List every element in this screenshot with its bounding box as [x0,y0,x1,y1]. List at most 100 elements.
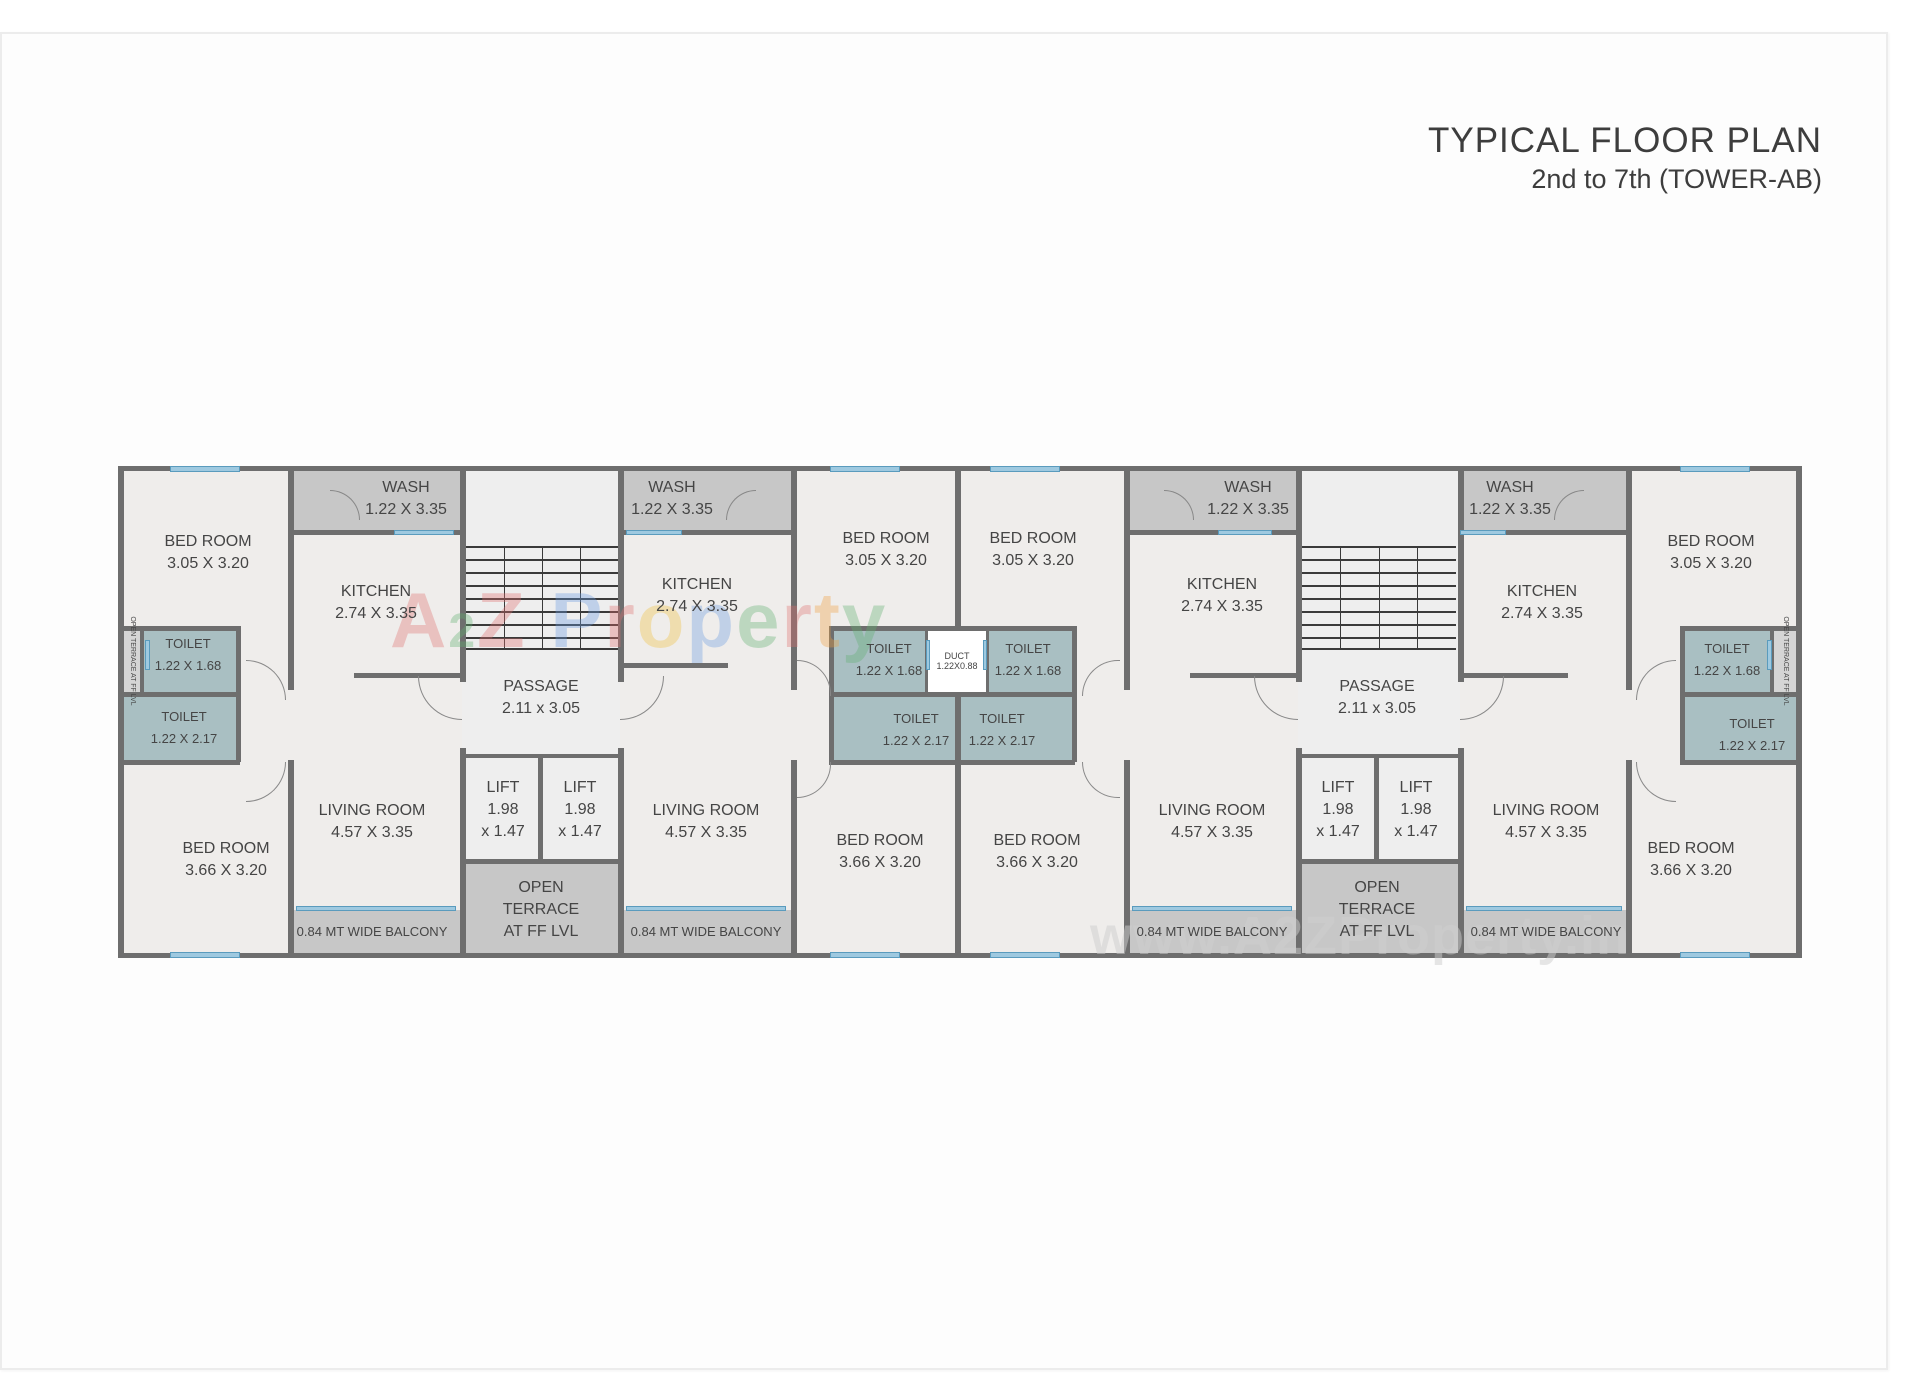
window [1218,530,1272,535]
wall-v-1628b [1626,760,1632,958]
wall-lift-bot-1 [462,859,620,864]
label-u1-balcony: 0.84 MT WIDE BALCONY [296,924,448,939]
window [1132,906,1292,911]
room-u4-bed1 [1628,468,1800,628]
wall-v-1126 [1124,466,1130,690]
room-u2-kitchen [620,532,793,678]
outer-wall-left [118,466,124,958]
wall-u1-toilet-bot [120,760,240,765]
wall-v-793 [791,466,797,690]
room-core2-terrace [1298,862,1460,956]
window [626,530,682,535]
room-core2-lift1 [1298,756,1376,862]
wall-u1-toilet-top [120,626,240,631]
window [1680,952,1750,958]
room-u1-living [290,678,462,910]
wall-kitchen-stub-u1 [354,673,462,678]
room-u3-living [1126,678,1298,910]
plan-title: TYPICAL FLOOR PLAN [1427,121,1822,160]
room-u4-wash [1460,468,1628,532]
room-u3-kitchen [1126,532,1298,678]
window [990,466,1060,472]
room-core1-lift1 [462,756,540,862]
wall-u1-terrace-sep [140,628,144,694]
window [990,952,1060,958]
window [1466,906,1622,911]
room-core1-passage [462,660,620,756]
wall-v-1298b [1296,748,1302,958]
outer-wall-right [1796,466,1802,958]
room-core1-lift2 [542,756,620,862]
window [830,466,900,472]
wall-u4-toilet-bot [1680,760,1800,765]
room-u2-balcony [620,910,793,956]
wall-v-620b [618,748,624,958]
wall-center-toilet-mid [829,692,1075,697]
label-u1-open-terrace: OPEN TERRACE AT FF LVL [129,616,136,706]
room-u3-bed2 [958,762,1126,956]
label-u4-balcony: 0.84 MT WIDE BALCONY [1470,924,1622,939]
wall-v-462 [460,466,466,682]
window [296,906,456,911]
wall-v-1126b [1124,760,1130,958]
room-u4-balcony [1460,910,1628,956]
wall-v-958b [955,694,961,958]
label-u2-balcony: 0.84 MT WIDE BALCONY [630,924,782,939]
staircase-2 [1302,546,1456,650]
wall-u4-toilet-top [1680,626,1800,631]
room-u3-bed1 [958,468,1126,628]
window [145,640,150,670]
label-u4-open-terrace: OPEN TERRACE AT FF LVL [1782,616,1789,706]
room-u2-bed1 [793,468,958,628]
window [830,952,900,958]
room-u1-wash [290,468,462,532]
wall-center-toilet-top [829,626,1075,631]
window [983,640,987,670]
wall-u4-toilet-mid [1680,692,1800,697]
room-u2-living [620,678,793,910]
wall-v-793b [791,760,797,958]
wall-v-290 [288,466,294,690]
window [170,952,240,958]
label-u3-balcony: 0.84 MT WIDE BALCONY [1136,924,1288,939]
room-u1-terrace-strip [122,628,142,694]
wall-wash-u3 [1126,530,1298,535]
wall-v-1460b [1458,748,1464,958]
room-u4-toilet2 [1682,694,1798,762]
window [1460,530,1506,535]
room-u2-bed2 [793,762,958,956]
wall-center-toilet-bot [829,760,1075,765]
room-core2-passage [1298,660,1460,756]
title-block: TYPICAL FLOOR PLAN 2nd to 7th (TOWER-AB) [1428,120,1822,196]
wall-u1-toilet-mid [120,692,240,697]
room-u1-kitchen [290,532,462,678]
room-u2-toilet2 [831,694,958,762]
